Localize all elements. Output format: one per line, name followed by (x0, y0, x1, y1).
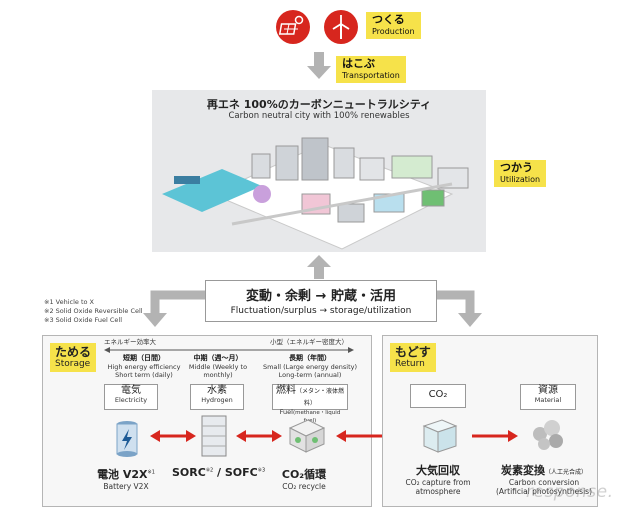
city-panel: 再エネ 100%のカーボンニュートラルシティ Carbon neutral ci… (152, 90, 486, 252)
battery-icon (116, 421, 138, 457)
up-arrow-city (307, 255, 331, 279)
category-fuel-jp-note: （メタン・液体燃料） (295, 388, 344, 407)
footnote-1: ※1 Vehicle to X (44, 298, 95, 306)
co2-capture-label-jp: 大気回収 (416, 464, 460, 477)
category-fuel: 燃料（メタン・液体燃料） Fuel(methane・liquid fuel) (272, 384, 348, 424)
category-material-en: Material (534, 396, 562, 404)
city-subtitle: Carbon neutral city with 100% renewables (228, 111, 410, 121)
co2-recycle-icon (288, 419, 326, 453)
term-short-jp: 短期（日間） (123, 354, 165, 362)
production-label-jp: つくる (372, 13, 405, 26)
co2-capture-icon (422, 419, 458, 453)
efficiency-label: エネルギー効率大 (104, 338, 156, 346)
term-middle: 中期（週～月） Middle (Weekly to monthly) (178, 354, 258, 379)
sorc-sofc-icon (201, 415, 227, 457)
return-tag: もどす Return (390, 343, 436, 373)
arrow-hydrogen-fuel (236, 430, 282, 442)
solar-panel-icon (276, 10, 310, 44)
center-box: 変動・余剰 → 貯蔵・活用 Fluctuation/surplus → stor… (205, 280, 437, 322)
term-short-en1: High energy efficiency (107, 362, 181, 371)
transportation-tag: はこぶ Transportation (336, 56, 406, 83)
term-short-en2: Short term (daily) (115, 370, 173, 379)
co2-capture-label-en1: CO₂ capture from (405, 478, 471, 487)
co2-recycle-label-en: CO₂ recycle (282, 482, 326, 491)
production-tag: つくる Production (366, 12, 421, 39)
battery-label-sup: ※1 (147, 469, 155, 476)
wind-turbine-icon (324, 10, 358, 44)
storage-label-en: Storage (55, 359, 91, 370)
city-title: 再エネ 100%のカーボンニュートラルシティ (206, 98, 432, 111)
sorc-sofc-label: SORC※2 / SOFC※3 (172, 466, 265, 479)
utilization-label-jp: つかう (500, 161, 533, 174)
category-fuel-jp: 燃料 (275, 385, 296, 396)
utilization-tag: つかう Utilization (494, 160, 547, 187)
battery-label-jp: 電池 V2X (97, 468, 148, 481)
sorc-label-jp: SORC (172, 466, 206, 479)
carbon-conversion-label-jp: 炭素変換 (500, 464, 545, 477)
branch-arrows (143, 290, 482, 327)
term-middle-en1: Middle (Weekly to monthly) (188, 362, 248, 379)
term-long-en2: Long-term (annual) (278, 370, 342, 379)
co2-recycle-label-jp: CO₂循環 (281, 468, 327, 481)
arrow-capture-conversion (472, 430, 518, 442)
center-title: 変動・余剰 → 貯蔵・活用 (246, 289, 396, 304)
category-electricity-en: Electricity (114, 396, 148, 404)
carbon-conversion-label-note: （人工光合成） (544, 469, 587, 476)
city-illustration (162, 137, 469, 250)
battery-label: 電池 V2X※1 Battery V2X (86, 466, 166, 491)
term-long-jp: 長期（年間） (289, 354, 331, 362)
carbon-conversion-label-en1: Carbon conversion (508, 478, 580, 487)
carbon-conversion-icon (533, 420, 563, 450)
sofc-label-sup: ※3 (257, 467, 266, 474)
co2-recycle-label: CO₂循環 CO₂ recycle (266, 466, 342, 491)
category-electricity: 電気 Electricity (104, 384, 158, 410)
carbon-conversion-label: 炭素変換（人工光合成） Carbon conversion (Artificia… (494, 462, 594, 496)
utilization-label-en: Utilization (500, 174, 541, 184)
return-label-en: Return (395, 359, 425, 370)
transportation-label-jp: はこぶ (342, 57, 375, 70)
production-label-en: Production (372, 26, 415, 36)
category-electricity-jp: 電気 (121, 385, 141, 396)
co2-capture-label-en2: atmosphere (415, 487, 461, 496)
density-label: 小型（エネルギー密度大） (270, 338, 348, 346)
footnotes: ※1 Vehicle to X ※2 Solid Oxide Reversibl… (44, 298, 143, 324)
arrow-battery-hydrogen (150, 430, 196, 442)
co2-capture-label: 大気回収 CO₂ capture from atmosphere (398, 462, 478, 496)
term-short: 短期（日間） High energy efficiency Short term… (104, 354, 184, 379)
category-fuel-en: Fuel (279, 408, 293, 416)
term-middle-jp: 中期（週～月） (193, 354, 243, 362)
category-co2-jp: CO₂ (428, 389, 448, 400)
return-label-jp: もどす (395, 345, 431, 359)
down-arrow-production (307, 52, 331, 79)
carbon-conversion-label-en2: (Artificial photosynthesis) (495, 487, 593, 496)
sofc-label-jp: / SOFC (213, 466, 258, 479)
transportation-label-en: Transportation (342, 70, 400, 80)
term-long: 長期（年間） Small (Large energy density) Long… (262, 354, 358, 379)
watermark: response. (526, 482, 614, 502)
category-hydrogen: 水素 Hydrogen (190, 384, 244, 410)
term-long-en1: Small (Large energy density) (262, 362, 358, 371)
category-material-jp: 資源 (538, 385, 558, 396)
storage-tag: ためる Storage (50, 343, 97, 373)
efficiency-density-arrow (104, 347, 354, 353)
storage-label-jp: ためる (55, 345, 92, 359)
battery-label-en: Battery V2X (103, 482, 149, 491)
footnote-3: ※3 Solid Oxide Fuel Cell (44, 315, 123, 324)
sorc-label-sup: ※2 (205, 467, 214, 474)
category-hydrogen-en: Hydrogen (201, 396, 233, 404)
category-hydrogen-jp: 水素 (207, 385, 227, 396)
footnote-2: ※2 Solid Oxide Reversible Cell (44, 306, 143, 315)
category-material: 資源 Material (520, 384, 576, 410)
center-subtitle: Fluctuation/surplus → storage/utilizatio… (230, 306, 412, 316)
category-co2: CO₂ (410, 384, 466, 408)
